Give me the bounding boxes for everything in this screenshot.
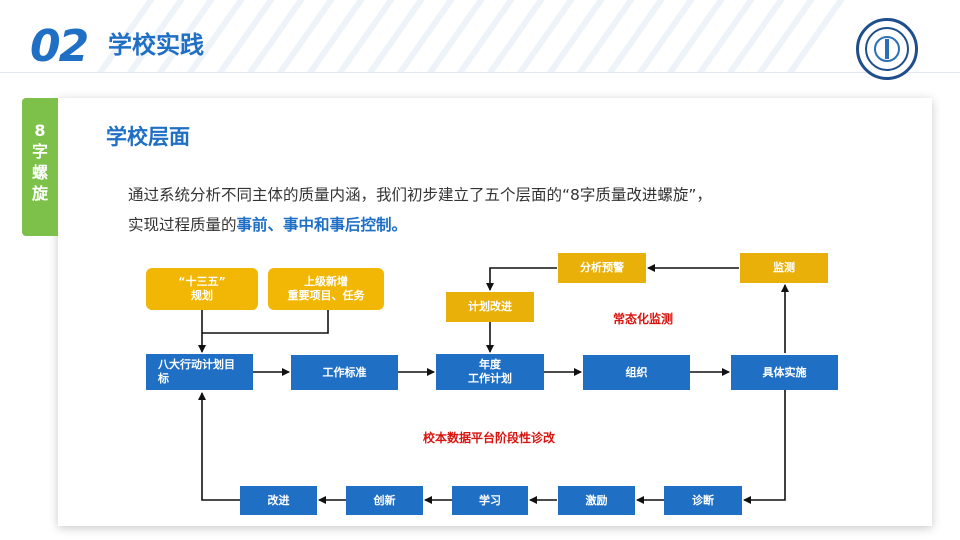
node-five-year-plan-line1: “十三五” bbox=[178, 275, 226, 288]
node-new-tasks-line2: 重要项目、任务 bbox=[287, 289, 365, 302]
node-action-goals: 八大行动计划目标 bbox=[146, 354, 253, 390]
node-work-standards-label: 工作标准 bbox=[322, 365, 367, 379]
subtitle: 学校层面 bbox=[106, 125, 190, 149]
node-annual-plan: 年度工作计划 bbox=[436, 354, 544, 390]
node-motivation: 激励 bbox=[558, 486, 635, 515]
description-text: 通过系统分析不同主体的质量内涵，我们初步建立了五个层面的“8字质量改进螺旋”， … bbox=[128, 180, 712, 240]
note-periodic-diagnosis: 校本数据平台阶段性诊改 bbox=[423, 431, 556, 445]
node-monitoring: 监测 bbox=[740, 253, 828, 283]
node-new-tasks: 上级新增重要项目、任务 bbox=[268, 268, 384, 310]
section-title: 学校实践 bbox=[108, 31, 204, 59]
node-learning-label: 学习 bbox=[479, 493, 501, 507]
node-five-year-plan-line2: 规划 bbox=[191, 289, 213, 302]
description-line-2-prefix: 实现过程质量的 bbox=[128, 216, 237, 234]
side-tab-char: 8 bbox=[34, 121, 46, 140]
section-number: 02 bbox=[30, 21, 89, 72]
description-line-1: 通过系统分析不同主体的质量内涵，我们初步建立了五个层面的“8字质量改进螺旋”， bbox=[128, 186, 712, 204]
header-divider bbox=[0, 72, 960, 73]
description-line-2: 实现过程质量的事前、事中和事后控制。 bbox=[128, 210, 712, 240]
node-organize-label: 组织 bbox=[625, 365, 648, 379]
node-analysis-warning: 分析预警 bbox=[558, 253, 646, 283]
node-organize: 组织 bbox=[583, 355, 690, 390]
school-emblem-logo bbox=[856, 18, 918, 80]
node-annual-plan-line2: 工作计划 bbox=[468, 372, 512, 385]
description-highlight: 事前、事中和事后控制。 bbox=[236, 216, 408, 234]
node-action-goals-label: 八大行动计划目标 bbox=[158, 358, 235, 385]
node-analysis-warning-label: 分析预警 bbox=[580, 261, 624, 274]
node-plan-improvement-label: 计划改进 bbox=[468, 300, 512, 313]
node-innovation: 创新 bbox=[346, 486, 423, 515]
node-innovation-label: 创新 bbox=[373, 493, 396, 507]
side-tab-char: 字 bbox=[31, 142, 48, 161]
arrow-improve-to-goals bbox=[198, 392, 240, 501]
node-monitoring-label: 监测 bbox=[773, 261, 795, 274]
node-diagnosis: 诊断 bbox=[664, 486, 742, 515]
side-tab-char: 螺 bbox=[31, 163, 48, 182]
note-routine-monitoring: 常态化监测 bbox=[613, 312, 674, 326]
node-new-tasks-line1: 上级新增 bbox=[304, 275, 348, 288]
arrow-implement-to-diagnose bbox=[743, 390, 786, 504]
arrow-new-tasks-join bbox=[202, 310, 329, 334]
arrow-warning-to-plan-improve bbox=[486, 267, 557, 291]
node-improvement: 改进 bbox=[240, 486, 317, 515]
node-improvement-label: 改进 bbox=[267, 493, 290, 507]
node-learning: 学习 bbox=[452, 486, 528, 515]
node-five-year-plan: “十三五”规划 bbox=[146, 268, 258, 310]
node-implementation-label: 具体实施 bbox=[762, 365, 807, 379]
side-tab: 8 字 螺 旋 bbox=[22, 98, 58, 236]
node-motivation-label: 激励 bbox=[585, 493, 608, 507]
node-implementation: 具体实施 bbox=[731, 355, 838, 390]
node-plan-improvement: 计划改进 bbox=[446, 292, 534, 322]
node-annual-plan-line1: 年度 bbox=[479, 358, 501, 371]
node-work-standards: 工作标准 bbox=[291, 355, 398, 390]
side-tab-char: 旋 bbox=[31, 184, 48, 203]
node-diagnosis-label: 诊断 bbox=[692, 493, 714, 507]
